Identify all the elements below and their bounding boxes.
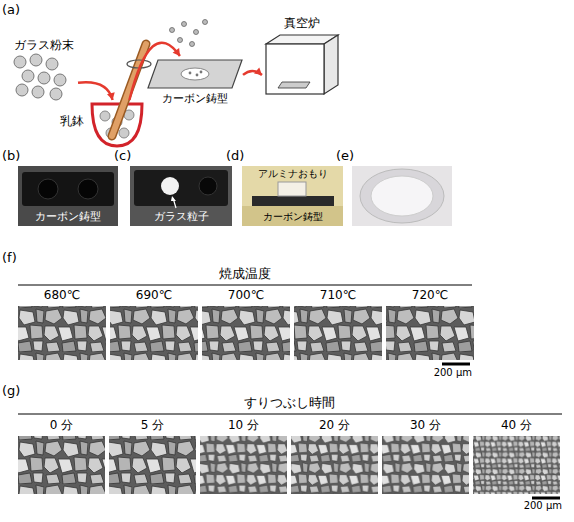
- panel-letter: (c): [114, 148, 131, 164]
- node-text: ガラス粒子: [154, 210, 209, 223]
- powder-group: ガラス粉末: [10, 38, 78, 102]
- header-rule: [18, 414, 562, 415]
- sem-image: 30 分: [382, 418, 469, 494]
- photo-panel: カーボン鋳型: [18, 166, 118, 226]
- node-text: 10 分: [228, 418, 259, 432]
- sem-image: 20 分: [291, 418, 378, 494]
- process-arrow: [129, 43, 180, 100]
- node-text: アルミナおもり: [258, 168, 328, 180]
- process-arrow: [78, 82, 115, 100]
- arrow-line: [129, 43, 180, 100]
- photo-e: [352, 166, 452, 226]
- process-arrow: [243, 67, 262, 75]
- photo-d: [242, 166, 343, 226]
- panel-letter: (g): [2, 383, 20, 399]
- node-text: 720℃: [412, 288, 448, 302]
- node-text: カーボン鋳型: [162, 92, 228, 105]
- node-text: 680℃: [44, 288, 80, 302]
- sem-images-g: [18, 436, 560, 494]
- node-text: カーボン鋳型: [35, 210, 101, 223]
- node-text: 40 分: [501, 418, 532, 432]
- vacuum-furnace: [266, 35, 338, 94]
- pestle-edge: [112, 44, 146, 136]
- node-text: 30 分: [410, 418, 441, 432]
- arrow-head: [173, 48, 180, 56]
- node-text: 5 分: [141, 418, 164, 432]
- sem-image: 690℃: [110, 288, 198, 360]
- pestle: [112, 44, 146, 136]
- node-text: 690℃: [136, 288, 172, 302]
- carbon-mold-plate: [148, 60, 242, 88]
- section-title: すりつぶし時間: [244, 395, 335, 411]
- scale-bar: [442, 363, 470, 366]
- panel-letter: (b): [2, 148, 20, 164]
- node-text: 乳鉢: [60, 114, 84, 128]
- node-text: 真空炉: [284, 16, 320, 30]
- node-text: カーボン鋳型: [263, 211, 323, 223]
- mold-plate-node: カーボン鋳型: [146, 56, 243, 110]
- mortar-node: 乳鉢: [58, 100, 142, 148]
- node-text: 700℃: [228, 288, 264, 302]
- scale-label: 200 μm: [434, 367, 472, 379]
- node-text: 20 分: [319, 418, 350, 432]
- scale-label: 200 μm: [524, 500, 562, 512]
- sem-image: 700℃: [202, 288, 290, 360]
- panel-letter: (f): [2, 250, 17, 266]
- sem-image: 5 分: [109, 418, 196, 494]
- photo-c: [130, 166, 232, 226]
- arrow-head: [254, 67, 262, 75]
- photo-panel: アルミナおもりカーボン鋳型: [242, 166, 343, 226]
- sem-image: 720℃: [386, 288, 474, 360]
- scattered-particles: [170, 20, 208, 47]
- panel-letter: (e): [336, 148, 354, 164]
- section-title: 焼成温度: [219, 266, 271, 282]
- arrow-line: [78, 82, 113, 100]
- sem-image: 10 分: [200, 418, 287, 494]
- node-text: 710℃: [320, 288, 356, 302]
- sem-images-f: [18, 306, 474, 360]
- sem-image: 0 分: [18, 418, 105, 494]
- photo-b: [18, 166, 118, 226]
- node-text: 0 分: [50, 418, 73, 432]
- sem-image: 680℃: [18, 288, 106, 360]
- furnace-node: 真空炉: [262, 16, 342, 98]
- panel-letter: (a): [2, 2, 20, 18]
- scale-bar: [532, 497, 560, 500]
- header-rule: [18, 285, 472, 286]
- photo-panel: ガラス粒子: [130, 166, 232, 226]
- panel-letter: (d): [226, 148, 244, 164]
- sem-image: 40 分: [473, 418, 560, 494]
- node-text: ガラス粉末: [14, 38, 74, 52]
- arrow-head: [107, 92, 115, 100]
- glass-powder: [14, 54, 66, 100]
- sem-image: 710℃: [294, 288, 382, 360]
